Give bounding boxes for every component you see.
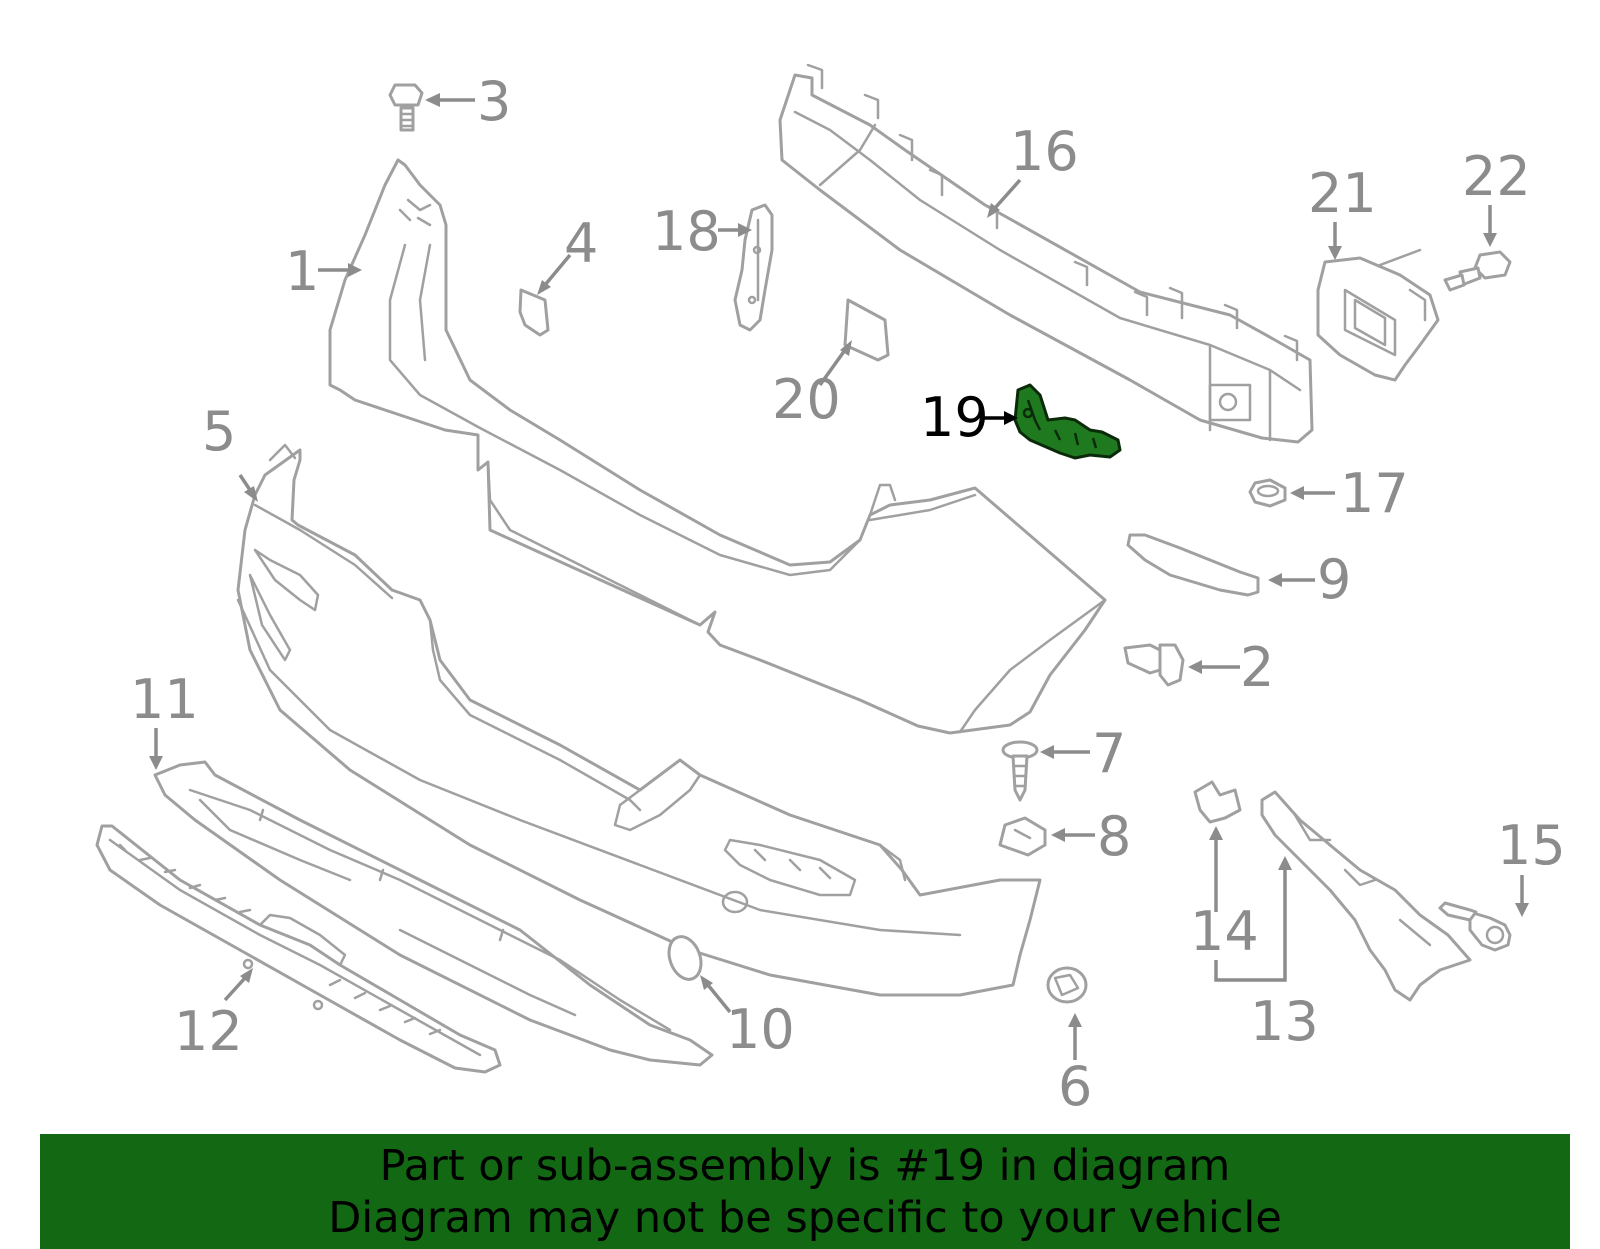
callout-7: 7 <box>1092 722 1126 785</box>
callout-labels: 1 2 3 4 5 6 7 8 9 10 11 12 13 14 15 16 1… <box>130 70 1566 1118</box>
callout-10: 10 <box>726 998 795 1061</box>
callout-20: 20 <box>772 368 841 431</box>
part-20-pad <box>843 298 890 362</box>
banner-line-part-number: Part or sub-assembly is #19 in diagram <box>379 1141 1231 1191</box>
callout-8: 8 <box>1097 805 1131 868</box>
part-12-mesh-strip <box>95 824 502 1074</box>
callout-5: 5 <box>202 400 236 463</box>
part-21-housing <box>1316 248 1440 382</box>
part-19-bracket-highlighted <box>1013 383 1122 460</box>
part-15-bolt <box>1468 910 1512 952</box>
callout-22: 22 <box>1462 145 1531 208</box>
part-13-side-bracket <box>1260 790 1472 1002</box>
callout-17: 17 <box>1340 462 1409 525</box>
part-17-nut <box>1248 478 1287 508</box>
banner-line-disclaimer: Diagram may not be specific to your vehi… <box>328 1193 1282 1243</box>
part-8-clip <box>998 816 1047 857</box>
callout-6: 6 <box>1058 1055 1092 1118</box>
part-9-reflector <box>1126 533 1260 597</box>
callout-15: 15 <box>1497 814 1566 877</box>
part-10-ring <box>667 935 703 981</box>
callout-14: 14 <box>1190 900 1259 963</box>
callout-21: 21 <box>1308 162 1377 225</box>
callout-4: 4 <box>564 212 598 275</box>
part-11-lower-trim <box>153 760 714 1067</box>
part-16-reinforcement-beam <box>778 63 1314 444</box>
info-banner: Part or sub-assembly is #19 in diagram D… <box>40 1134 1570 1249</box>
callout-2: 2 <box>1240 636 1274 699</box>
callout-13: 13 <box>1250 990 1319 1053</box>
part-3-bolt <box>388 83 424 132</box>
part-2-fastener <box>1123 643 1185 687</box>
part-7-screw <box>1001 740 1039 802</box>
callout-11: 11 <box>130 668 199 731</box>
callout-16: 16 <box>1010 120 1079 183</box>
part-14-clip <box>1193 780 1242 824</box>
callout-3: 3 <box>477 70 511 133</box>
part-22-bolt <box>1443 250 1512 292</box>
callout-19: 19 <box>920 386 989 449</box>
callout-12: 12 <box>174 1000 243 1063</box>
leader-lines <box>149 93 1529 1060</box>
part-1-upper-bumper-cover <box>328 158 1107 735</box>
part-5-lower-bumper-cover <box>236 443 1042 997</box>
callout-1: 1 <box>285 240 319 303</box>
part-6-cap <box>1046 966 1088 1004</box>
part-4-pad <box>518 288 550 337</box>
part-18-bracket <box>733 203 774 332</box>
callout-9: 9 <box>1317 548 1351 611</box>
callout-18: 18 <box>652 200 721 263</box>
